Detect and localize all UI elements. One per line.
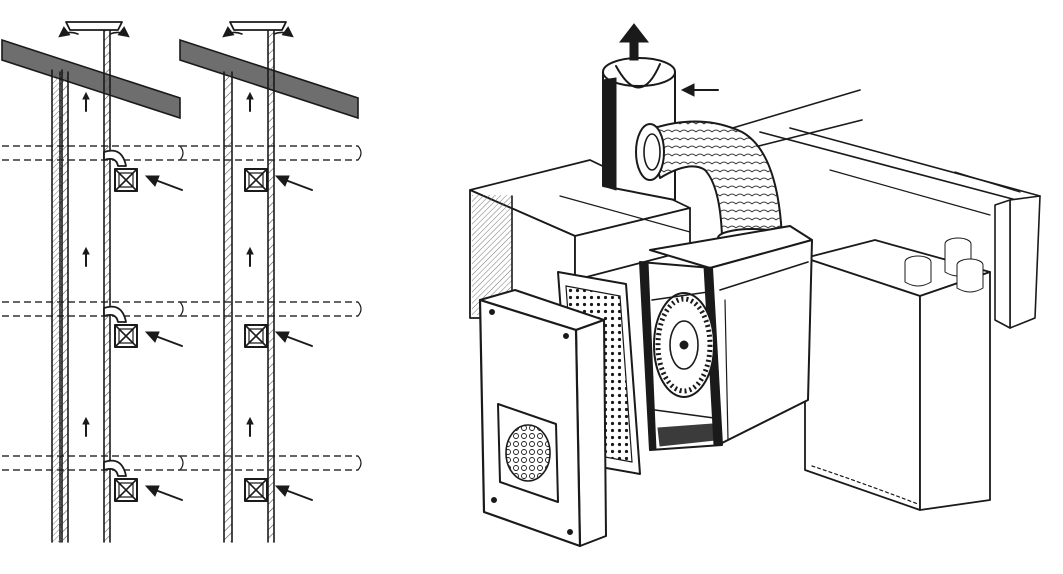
flow-arrow-icon <box>82 416 90 437</box>
stack-cap <box>222 21 294 38</box>
inflow-arrow-icon <box>144 175 183 191</box>
bent-inlet-icon <box>103 459 127 477</box>
bent-inlet-icon <box>103 149 127 167</box>
inflow-arrow-icon <box>144 485 183 501</box>
vent-grille-icon <box>114 324 138 348</box>
fan-housing <box>639 225 813 451</box>
floor-slab <box>2 301 184 317</box>
right-ventilation-scheme <box>179 21 362 543</box>
fan-unit-illustration <box>469 23 1041 548</box>
flow-arrow-icon <box>82 91 90 112</box>
floor-slab <box>2 145 184 161</box>
flexible-duct-icon <box>635 120 787 248</box>
stack-cap <box>58 21 130 38</box>
inflow-arrow-icon <box>274 175 313 191</box>
floor-slab <box>2 455 184 471</box>
vent-grille-icon <box>114 168 138 192</box>
fan-impeller-icon <box>653 292 715 398</box>
inflow-arrow-icon <box>144 331 183 347</box>
roof-slab <box>1 38 181 120</box>
exhaust-arrow-icon <box>58 26 130 38</box>
inflow-arrow-icon <box>274 331 313 347</box>
vent-grille-icon <box>244 478 268 502</box>
front-cover-panel <box>478 289 607 548</box>
vertical-shaft <box>223 29 275 543</box>
vertical-shaft <box>51 29 111 543</box>
round-grille-icon <box>497 403 559 503</box>
vent-grille-icon <box>244 324 268 348</box>
exhaust-arrow-icon <box>222 26 294 38</box>
vertical-pipes <box>904 237 984 293</box>
inflow-arrow-icon <box>680 83 719 97</box>
inflow-arrow-icon <box>274 485 313 501</box>
vent-grille-icon <box>114 478 138 502</box>
bent-inlet-icon <box>103 305 127 323</box>
exhaust-arrow-icon <box>618 23 650 61</box>
flow-arrow-icon <box>246 91 254 112</box>
left-ventilation-scheme <box>1 21 184 543</box>
flow-arrow-icon <box>246 416 254 437</box>
flow-arrow-icon <box>246 246 254 267</box>
vent-grille-icon <box>244 168 268 192</box>
flow-arrow-icon <box>82 246 90 267</box>
